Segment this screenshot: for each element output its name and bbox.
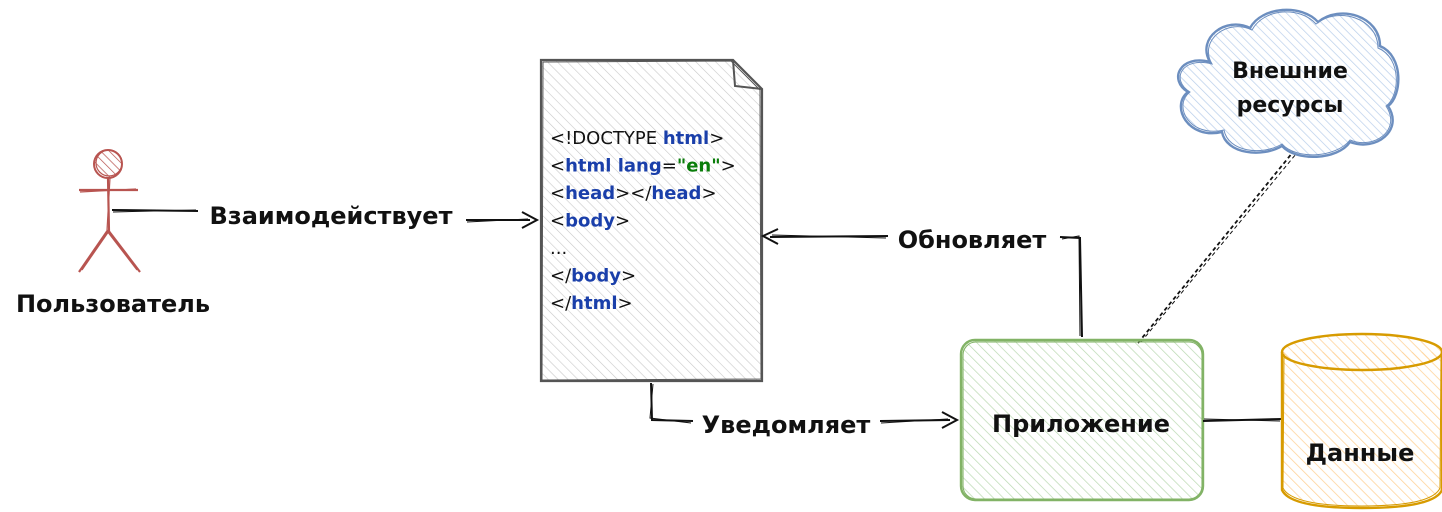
edge-updates: Обновляет (760, 226, 1083, 338)
code-token: html (571, 293, 617, 314)
code-line: <head></head> (550, 183, 717, 204)
code-token: > (618, 293, 633, 314)
code-token: > (709, 128, 724, 149)
database-cylinder-icon (1280, 332, 1442, 510)
code-token: < (550, 156, 565, 177)
html-code-lines: <!DOCTYPE html><html lang="en"><head></h… (550, 128, 736, 314)
edge-notifies-label: Уведомляет (702, 411, 871, 439)
application-label: Приложение (992, 410, 1170, 438)
code-token: </ (550, 266, 572, 287)
code-token: > (701, 183, 716, 204)
user-stick-figure-icon (78, 149, 141, 273)
external-resources-label-line1: Внешние (1232, 59, 1348, 84)
data-store-label: Данные (1306, 439, 1415, 467)
edge-external (1137, 151, 1297, 344)
edge-updates-label: Обновляет (898, 226, 1047, 254)
cloud-icon (1177, 8, 1400, 158)
code-token: > (621, 266, 636, 287)
arrowhead-icon (941, 411, 960, 429)
external-resources-node: Внешние ресурсы (1177, 8, 1400, 158)
edge-interacts-label: Взаимодействует (210, 202, 453, 230)
data-store-node: Данные (1280, 332, 1442, 510)
code-token: > (721, 156, 736, 177)
arrowhead-icon (521, 211, 540, 229)
code-token: body (571, 266, 621, 287)
edge-interacts: Взаимодействует (111, 202, 540, 230)
code-line: </html> (550, 293, 633, 314)
code-token: html lang (565, 156, 662, 177)
user-label: Пользователь (16, 290, 210, 318)
user-actor: Пользователь (16, 149, 210, 318)
code-line: <body> (550, 211, 630, 232)
code-token: head (565, 183, 615, 204)
code-token: > (615, 211, 630, 232)
code-token: < (550, 183, 565, 204)
edge-app-data (1202, 418, 1283, 422)
code-token: head (651, 183, 701, 204)
arrowhead-icon (760, 228, 779, 245)
code-line: </body> (550, 266, 636, 287)
code-token: html (663, 128, 709, 149)
code-token: </ (550, 293, 572, 314)
code-token: ></ (615, 183, 652, 204)
code-line: <!DOCTYPE html> (550, 128, 724, 149)
code-token: < (550, 211, 565, 232)
page-corner-fold-icon (732, 59, 763, 90)
code-line: <html lang="en"> (550, 156, 736, 177)
html-document: <!DOCTYPE html><html lang="en"><head></h… (539, 58, 764, 383)
code-token: = (662, 156, 677, 177)
code-line: ... (550, 238, 567, 259)
code-token: ... (550, 238, 567, 259)
application-node: Приложение (959, 338, 1205, 502)
code-token: <!DOCTYPE (550, 128, 663, 149)
external-resources-label-line2: ресурсы (1237, 93, 1344, 118)
code-token: body (565, 211, 615, 232)
edge-notifies: Уведомляет (649, 382, 960, 439)
code-token: "en" (677, 156, 721, 177)
